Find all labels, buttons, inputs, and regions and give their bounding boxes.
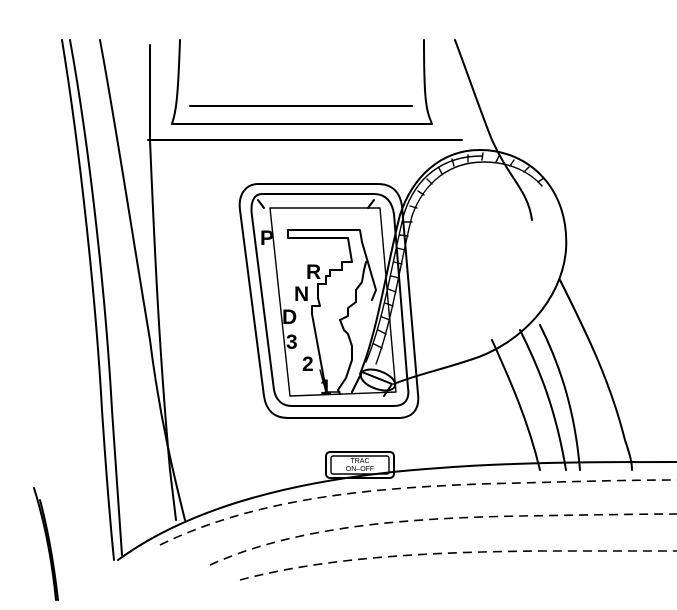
console-edge xyxy=(149,139,177,521)
lower-console-cushion xyxy=(117,461,677,581)
gear-2-label: 2 xyxy=(302,353,314,376)
gear-r-label: R xyxy=(306,261,321,284)
shift-gate-pattern xyxy=(287,229,377,395)
trac-switch-button[interactable]: TRAC ON–OFF xyxy=(325,451,395,479)
left-side-panel xyxy=(33,39,186,601)
trac-label: TRAC xyxy=(350,458,369,465)
right-console-panel xyxy=(491,279,633,471)
gear-3-label: 3 xyxy=(286,331,298,354)
gear-d-label: D xyxy=(282,306,297,329)
gear-p-label: P xyxy=(260,227,274,250)
shift-knob xyxy=(351,149,568,397)
shift-gate-bezel xyxy=(238,183,420,419)
trac-on-off-label: ON–OFF xyxy=(346,466,374,473)
gear-1-label: 1 xyxy=(320,376,332,399)
gear-labels: P R N D 3 2 1 xyxy=(260,227,332,399)
upper-console-panel xyxy=(147,39,533,221)
gear-n-label: N xyxy=(294,283,309,306)
